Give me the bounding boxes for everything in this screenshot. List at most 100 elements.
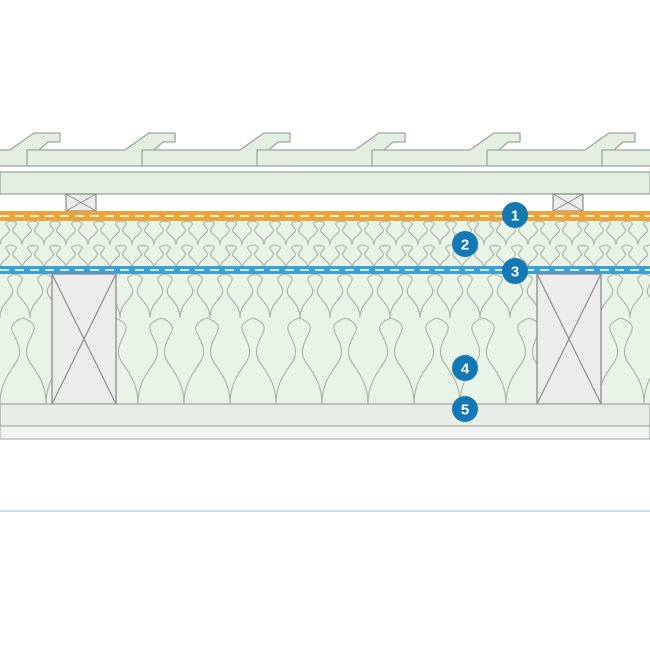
insulation-fibre	[43, 244, 67, 269]
insulation-fibre	[599, 274, 631, 319]
insulation-fibre	[373, 244, 397, 269]
insulation-fibre	[285, 221, 309, 246]
insulation-fibre	[417, 221, 441, 246]
insulation-fibre	[549, 221, 573, 246]
insulation-fibre	[87, 221, 111, 246]
insulation-fibre	[275, 317, 323, 404]
insulation-fibre	[21, 244, 45, 269]
insulation-fibre	[239, 274, 271, 319]
insulation-fibre	[483, 221, 507, 246]
insulation-fibre	[389, 274, 421, 319]
marker-3-label: 3	[511, 264, 519, 281]
insulation-fibre	[509, 274, 541, 319]
blue-membrane	[0, 266, 650, 274]
insulation-fibre	[137, 317, 185, 404]
batten-left	[65, 193, 97, 212]
insulation-fibre	[307, 244, 331, 269]
insulation-fibre	[395, 221, 419, 246]
insulation-fibre	[367, 317, 415, 404]
insulation-fibre	[29, 274, 61, 319]
insulation-fibre	[307, 221, 331, 246]
insulation-fibre	[637, 221, 650, 246]
insulation-fibre	[0, 244, 23, 269]
insulation-fibre	[413, 317, 461, 404]
insulation-fibre	[241, 244, 265, 269]
batten-right	[552, 193, 584, 212]
insulation-fibre	[597, 317, 645, 404]
insulation-fibre	[197, 221, 221, 246]
insulation-fibre	[263, 221, 287, 246]
insulation-fibre	[419, 274, 451, 319]
upper-insulation-pattern	[0, 221, 650, 269]
insulation-fibre	[593, 221, 617, 246]
insulation-fibre	[505, 244, 529, 269]
insulation-fibre	[197, 244, 221, 269]
numbered-circle-icon	[452, 396, 478, 422]
roof-tiles	[0, 132, 650, 195]
insulation-fibre	[219, 221, 243, 246]
marker-2-label: 2	[461, 237, 469, 254]
marker-4-label: 4	[461, 361, 470, 378]
insulation-fibre	[153, 221, 177, 246]
tile-base-strip	[0, 171, 650, 195]
insulation-fibre	[175, 221, 199, 246]
insulation-fibre	[149, 274, 181, 319]
insulation-fibre	[109, 221, 133, 246]
insulation-fibre	[527, 221, 551, 246]
insulation-fibre	[329, 274, 361, 319]
insulation-fibre	[183, 317, 231, 404]
insulation-fibre	[593, 244, 617, 269]
numbered-circle-icon	[452, 231, 478, 257]
insulation-fibre	[153, 244, 177, 269]
insulation-fibre	[109, 244, 133, 269]
insulation-fibre	[285, 244, 309, 269]
insulation-fibre	[119, 274, 151, 319]
numbered-circle-icon	[502, 258, 528, 284]
marker-1-label: 1	[511, 208, 519, 225]
insulation-fibre	[209, 274, 241, 319]
insulation-fibre	[0, 317, 47, 404]
orange-membrane	[0, 211, 650, 221]
insulation-fibre	[483, 244, 507, 269]
inner-lining	[0, 403, 650, 440]
insulation-fibre	[479, 274, 511, 319]
insulation-fibre	[329, 244, 353, 269]
insulation-fibre	[351, 221, 375, 246]
insulation-fibre	[637, 244, 650, 269]
insulation-fibre	[615, 221, 639, 246]
insulation-fibre	[359, 274, 391, 319]
insulation-fibre	[65, 244, 89, 269]
marker-5: 5	[452, 396, 478, 422]
marker-5-label: 5	[461, 402, 469, 419]
insulation-fibre	[549, 244, 573, 269]
insulation-fibre	[0, 221, 23, 246]
insulation-fibre	[439, 221, 463, 246]
insulation-fibre	[417, 244, 441, 269]
numbered-circle-icon	[502, 202, 528, 228]
insulation-fibre	[395, 244, 419, 269]
insulation-fibre	[21, 221, 45, 246]
insulation-fibre	[351, 244, 375, 269]
insulation-fibre	[449, 274, 481, 319]
insulation-fibre	[131, 244, 155, 269]
insulation-fibre	[505, 221, 529, 246]
insulation-fibre	[439, 244, 463, 269]
insulation-fibre	[43, 221, 67, 246]
insulation-fibre	[269, 274, 301, 319]
insulation-fibre	[299, 274, 331, 319]
insulation-fibre	[0, 274, 31, 319]
between-rafter-insulation-pattern	[0, 274, 650, 404]
rafter-right	[536, 273, 602, 405]
marker-4: 4	[452, 355, 478, 381]
insulation-fibre	[65, 221, 89, 246]
insulation-fibre	[373, 221, 397, 246]
insulation-fibre	[241, 221, 265, 246]
marker-3: 3	[502, 258, 528, 284]
insulation-fibre	[179, 274, 211, 319]
insulation-fibre	[229, 317, 277, 404]
insulation-fibre	[131, 221, 155, 246]
marker-1: 1	[502, 202, 528, 228]
insulation-fibre	[571, 221, 595, 246]
roof-tile	[601, 149, 650, 167]
